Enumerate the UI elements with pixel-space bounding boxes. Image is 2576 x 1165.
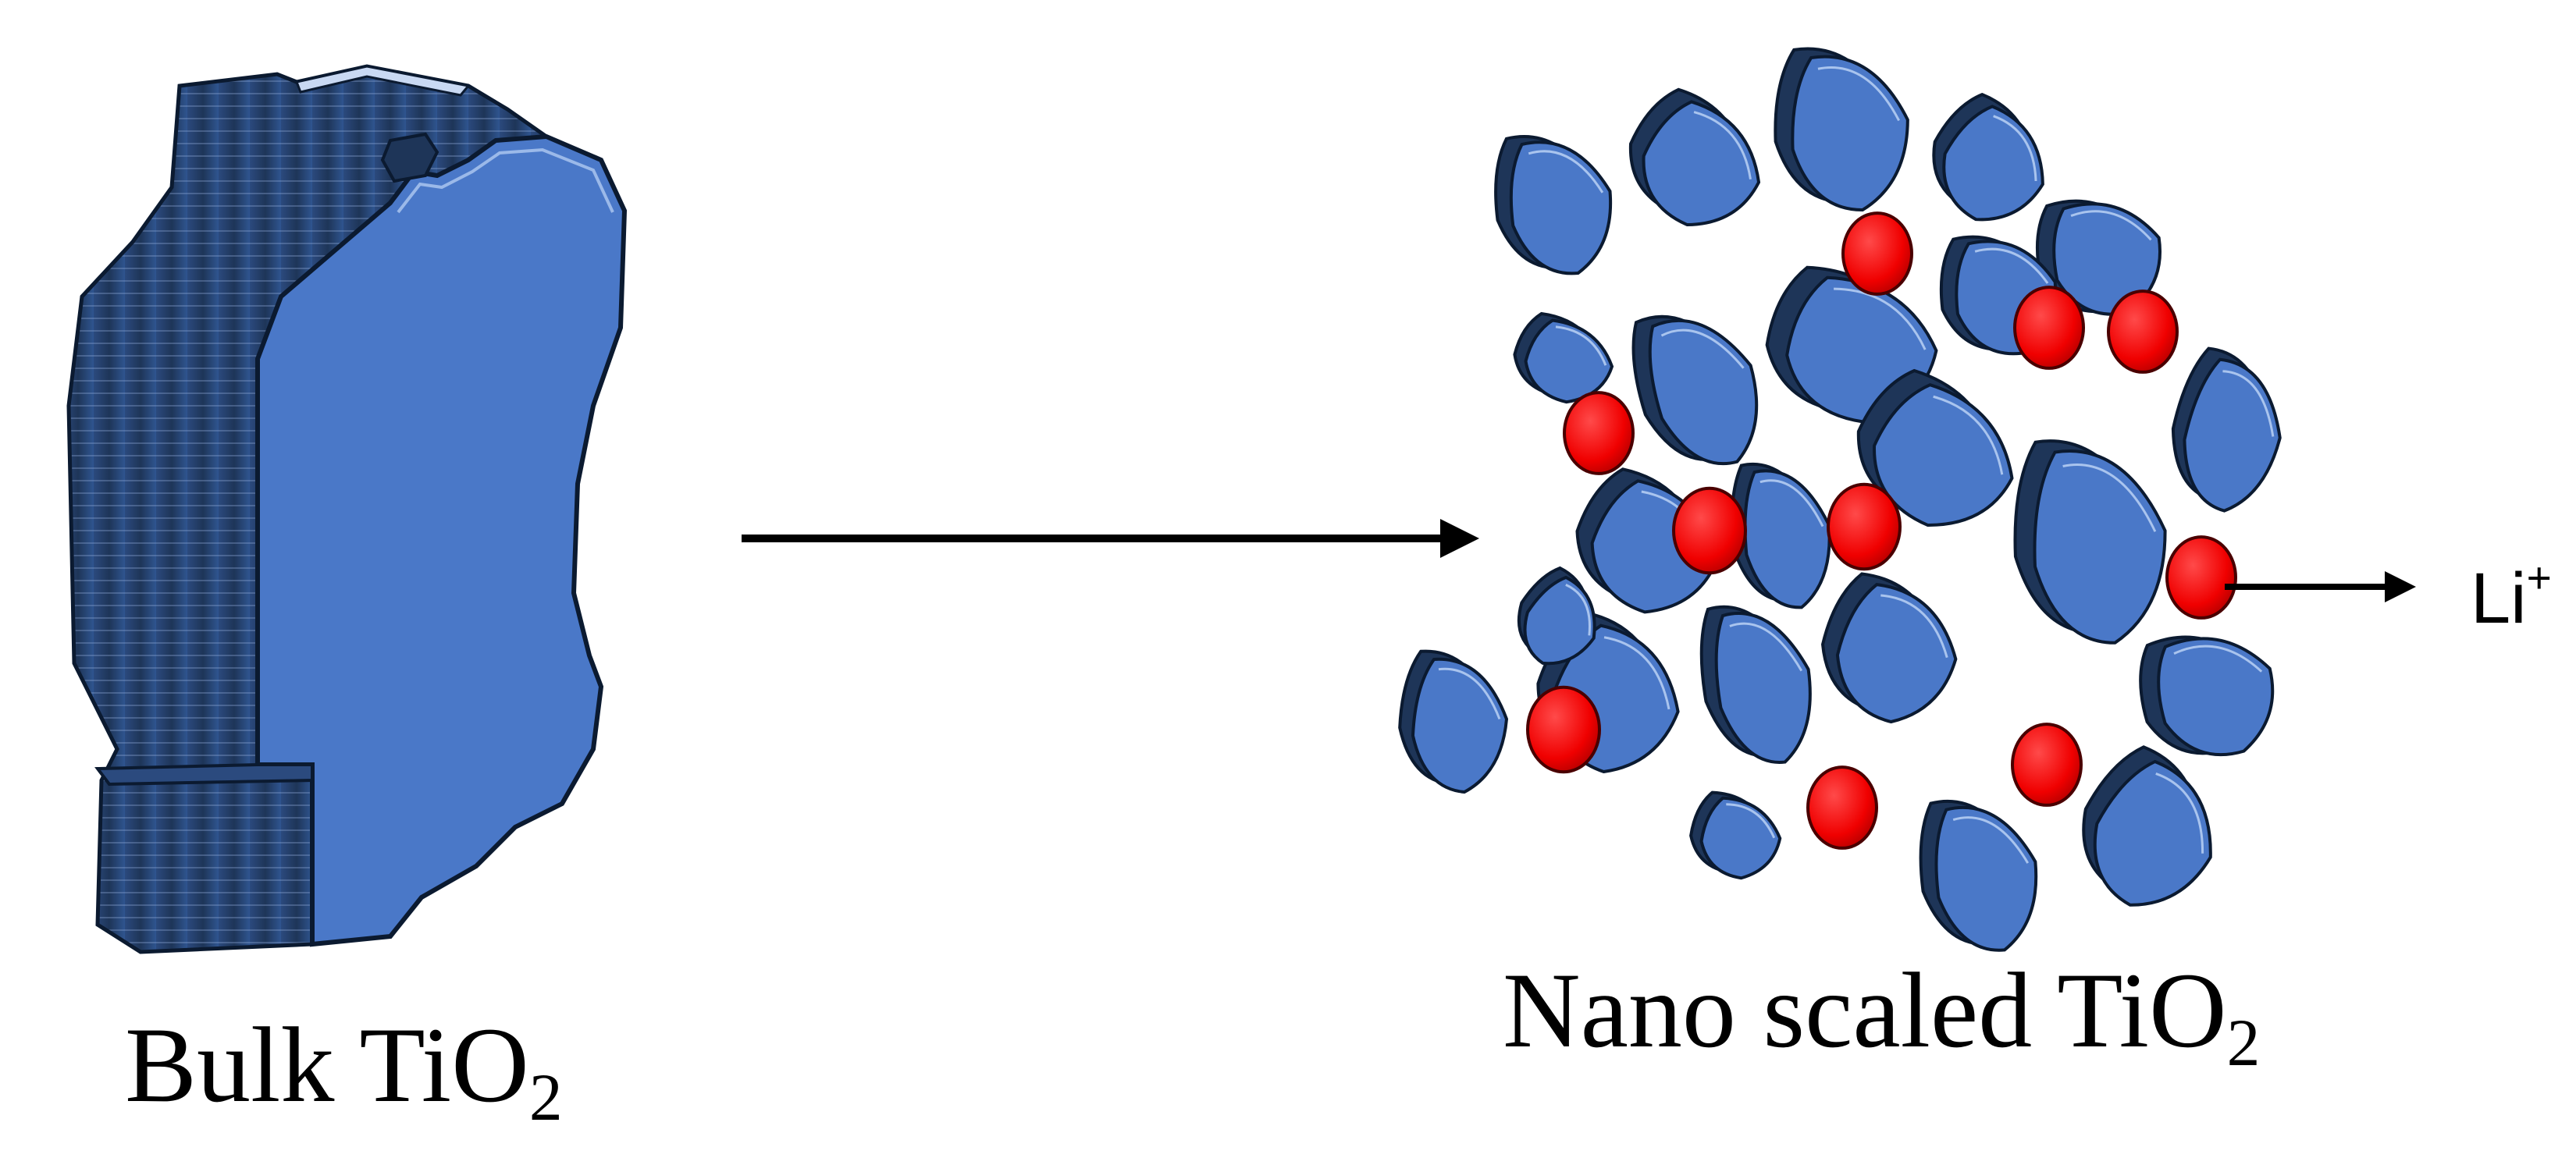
nano-particle-highlight [1933, 395, 2004, 475]
nano-particle [1932, 92, 2044, 222]
nano-particle-highlight [1660, 329, 1745, 369]
li-ion [1841, 211, 1913, 296]
nano-particle [1631, 314, 1759, 466]
li-release-arrow [2225, 571, 2416, 602]
nano-particle [2013, 439, 2167, 645]
nano-particle-face [2183, 357, 2282, 513]
nano-particle-highlight [1880, 594, 1948, 659]
li-ion [1526, 685, 1601, 774]
nano-particle [1398, 649, 1509, 794]
nano-particle-face [1509, 140, 1613, 275]
nano-particle-highlight [1993, 115, 2037, 182]
nano-particle-face [1699, 796, 1782, 880]
nano-particle-highlight [1974, 247, 2049, 284]
nano-tio2-label: Nano scaled TiO2 [1503, 948, 2260, 1076]
nano-particle-face [1873, 383, 2014, 527]
nano-particle [1730, 462, 1831, 609]
nano-particle [1629, 87, 1761, 227]
nano-particle-highlight [2173, 645, 2263, 673]
nano-particle-highlight [1726, 803, 1776, 839]
nano-particle-highlight [1729, 622, 1803, 672]
nano-particle-face [1934, 805, 2038, 952]
nano-particle [2139, 635, 2275, 757]
bulk-label-text: Bulk TiO [125, 1005, 529, 1124]
nano-particle-highlight [1565, 584, 1591, 636]
nano-particle-highlight [1693, 111, 1752, 179]
li-ion [1827, 482, 1902, 571]
nano-particle [1774, 47, 1909, 211]
nano-particle-highlight [1603, 636, 1670, 710]
nano-particle [1820, 572, 1958, 724]
nano-particles-group [1398, 47, 2282, 952]
nano-particle-highlight [2155, 772, 2204, 854]
nano-particle-face [1523, 575, 1596, 666]
nano-particle [2082, 745, 2212, 907]
nano-particle [1517, 566, 1596, 666]
li-release-arrow-head [2385, 571, 2416, 602]
li-ion [2165, 535, 2237, 620]
nano-particle-highlight [2062, 464, 2157, 532]
bulk-block-top-edge [294, 65, 471, 97]
nano-label-text: Nano scaled TiO [1503, 950, 2227, 1070]
nano-particle-highlight [1834, 287, 1927, 350]
nano-particle [1919, 799, 2038, 952]
nano-particle-face [1942, 105, 2044, 222]
li-ion [2013, 286, 2085, 370]
nano-particle-face [1714, 611, 1812, 764]
li-label-superscript: + [2526, 553, 2552, 602]
li-ions-group [1526, 211, 2237, 850]
bulk-block-face-highlight [397, 147, 614, 214]
li-ion [1806, 765, 1878, 850]
nano-particle-highlight [1759, 479, 1824, 527]
nano-particle-highlight [2222, 370, 2275, 437]
nano-particle-face [1648, 318, 1759, 466]
nano-particle-highlight [2070, 210, 2152, 241]
bulk-tio2-block [66, 64, 628, 954]
nano-particle [2171, 346, 2282, 513]
nano-particle-highlight [1952, 816, 2030, 864]
li-label-text: Li [2471, 559, 2527, 638]
nano-particle-face [2033, 449, 2167, 645]
bulk-block-notch [380, 132, 439, 183]
nano-particle-face [2093, 759, 2212, 907]
nano-particle-highlight [1555, 325, 1607, 366]
nano-particle-highlight [1438, 667, 1501, 720]
nano-particle [1689, 790, 1782, 880]
nano-particle-face [1835, 583, 1958, 724]
li-ion [2107, 289, 2179, 374]
bulk-tio2-label: Bulk TiO2 [125, 1003, 563, 1131]
nano-particle-face [2157, 637, 2275, 757]
nano-particle [1513, 311, 1614, 404]
nano-particle [1699, 605, 1812, 764]
nano-particle-highlight [1528, 150, 1604, 194]
transformation-arrow-head [1440, 519, 1479, 558]
nano-particle [1856, 368, 2014, 527]
li-ion [2011, 723, 2083, 807]
transformation-arrow [742, 519, 1479, 558]
bulk-block-step [94, 763, 314, 787]
li-ion [1672, 486, 1747, 575]
nano-particle-highlight [1817, 66, 1900, 122]
nano-particle [2035, 199, 2161, 316]
nano-particle [1494, 135, 1613, 275]
li-ion [1563, 391, 1635, 475]
nano-particle-face [1791, 55, 1909, 211]
nano-particle-face [1411, 657, 1509, 794]
bulk-label-subscript: 2 [528, 1060, 563, 1135]
li-ion-label: Li+ [2471, 556, 2552, 640]
nano-label-subscript: 2 [2226, 1005, 2261, 1080]
